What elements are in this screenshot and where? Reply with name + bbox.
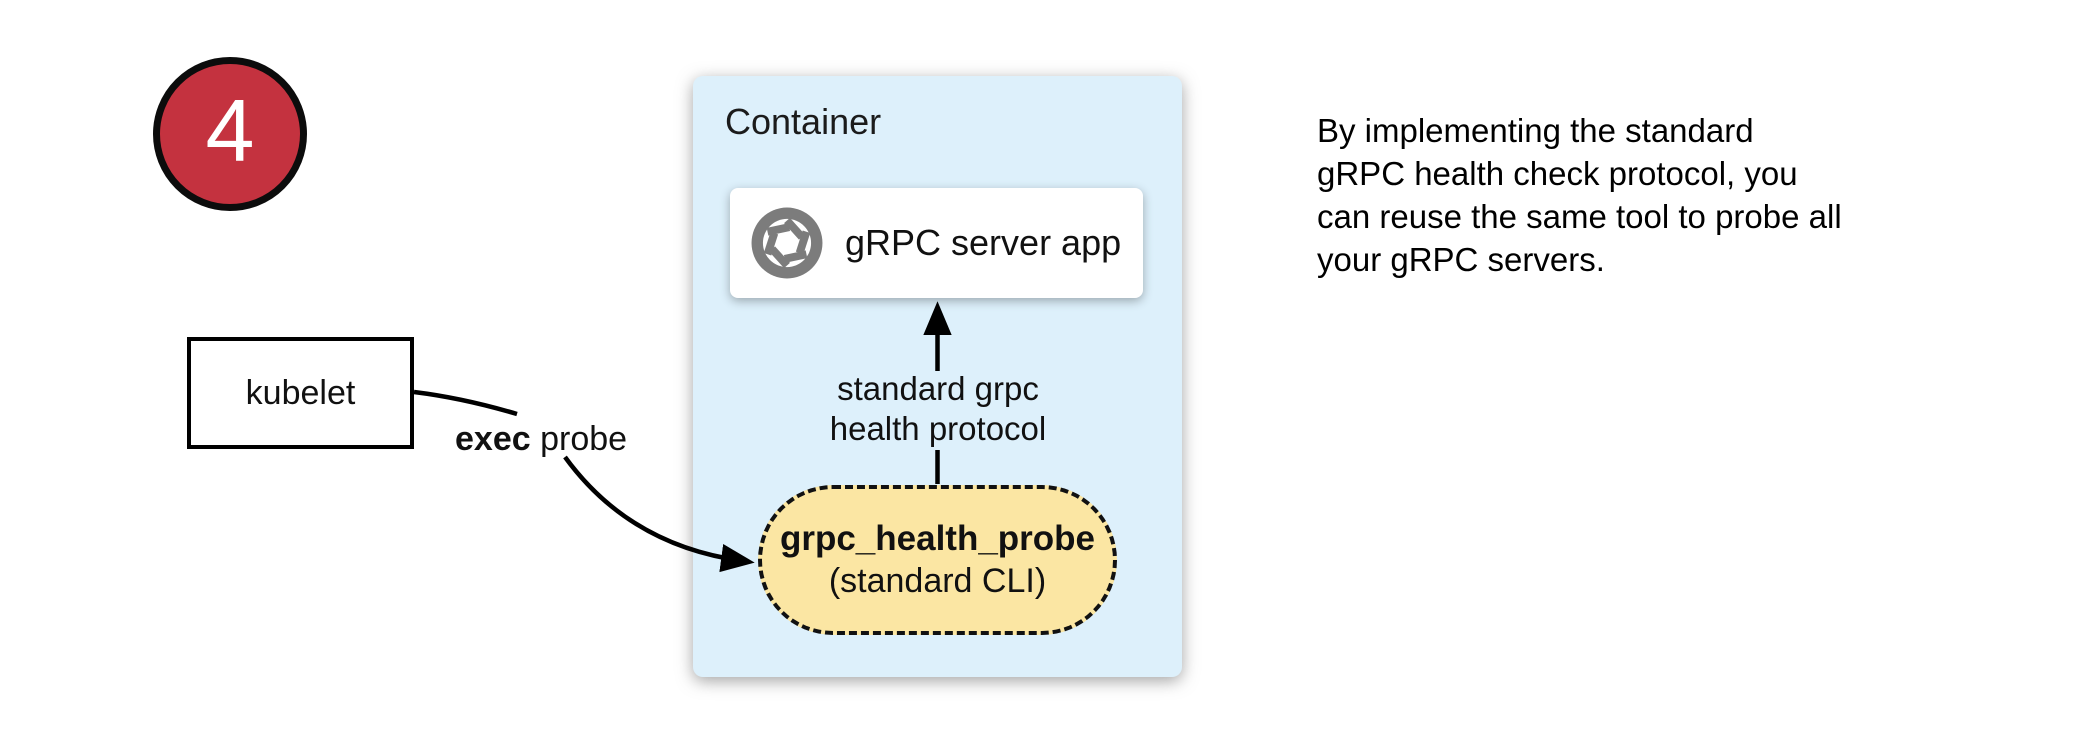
side-note-line: can reuse the same tool to probe all [1317, 198, 1842, 235]
exec-keyword: exec [455, 420, 531, 458]
kubelet-label: kubelet [245, 373, 356, 412]
health-protocol-edge-label: standard grpc health protocol [788, 369, 1088, 449]
edge-kubelet-to-label [413, 389, 518, 417]
side-note-line: By implementing the standard [1317, 112, 1754, 149]
grpc-server-app-label: gRPC server app [845, 222, 1122, 263]
probe-word: probe [530, 420, 628, 458]
side-note-line: gRPC health check protocol, you [1317, 155, 1798, 192]
grpc-server-app-node: gRPC server app [730, 188, 1143, 298]
container-group: Container gRPC server app standard grpc [693, 76, 1182, 677]
health-protocol-line2: health protocol [829, 410, 1047, 447]
side-note-line: your gRPC servers. [1317, 241, 1605, 278]
health-protocol-line1: standard grpc [837, 370, 1039, 407]
aperture-icon [751, 207, 823, 279]
grpc-health-probe-node: grpc_health_probe (standard CLI) [758, 485, 1117, 635]
step-number: 4 [205, 81, 255, 180]
container-label: Container [725, 101, 882, 142]
exec-probe-edge-label: exec probe [455, 420, 627, 459]
step-number-badge: 4 [153, 57, 307, 211]
side-note: By implementing the standard gRPC health… [1317, 109, 1842, 281]
kubelet-node: kubelet [187, 337, 414, 449]
grpc-health-probe-subtitle: (standard CLI) [828, 562, 1047, 600]
grpc-health-probe-title: grpc_health_probe [779, 519, 1096, 558]
